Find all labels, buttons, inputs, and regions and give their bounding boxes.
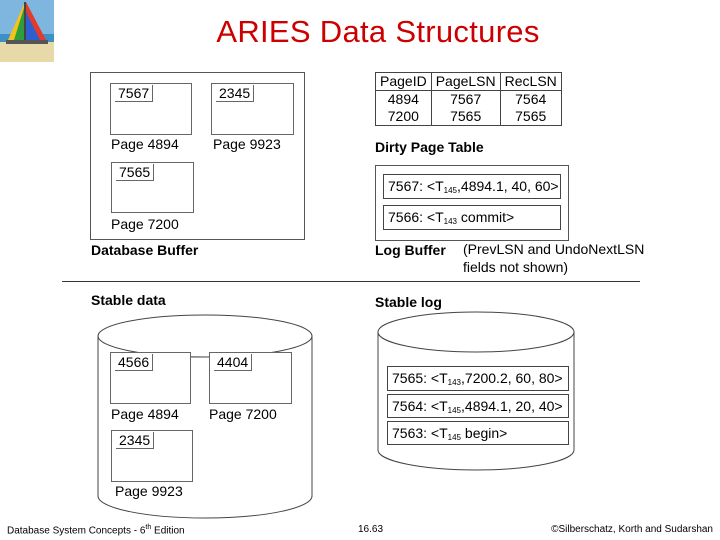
log-record: 7564: <T145,4894.1, 20, 40> [387,394,569,418]
buffer-page-7200: 7565 [111,162,194,213]
page-lsn: 7565 [116,164,155,181]
page-lsn: 4404 [214,354,253,371]
stable-page-4894: 4566 [110,352,191,404]
log-record: 7565: <T143,7200.2, 60, 80> [387,366,569,391]
table-cell: 7200 [375,108,432,126]
note-line: fields not shown) [463,259,569,275]
txn-id: 145 [447,406,462,415]
table-header: PageLSN [430,72,501,91]
dirty-page-table-label: Dirty Page Table [375,139,484,155]
log-record: 7567: <T145,4894.1, 40, 60> [383,174,561,199]
page-lsn: 2345 [116,432,155,449]
table-row: 4894 7567 7564 [375,90,562,108]
page-lsn: 2345 [216,85,255,102]
log-record-lsn: 7567: <T [388,178,444,194]
log-record-body: ,4894.1, 20, 40> [461,398,563,414]
log-record: 7563: <T145 begin> [387,421,569,445]
log-record: 7566: <T143 commit> [383,205,561,230]
log-record-body: ,7200.2, 60, 80> [461,370,563,386]
stable-log-label: Stable log [375,294,442,310]
log-record-lsn: 7565: <T [392,370,448,386]
footer-left: Database System Concepts - 6th Edition [7,524,185,536]
buffer-page-4894: 7567 [110,83,192,135]
stable-page-9923: 2345 [111,430,193,482]
log-record-body: commit> [457,209,515,225]
table-header: RecLSN [499,72,562,91]
slide-title: ARIES Data Structures [216,14,540,49]
table-cell: 7564 [499,90,562,108]
txn-id: 143 [447,378,462,387]
log-buffer-label: Log Buffer [375,242,446,258]
page-label: Page 9923 [115,483,183,499]
stable-data-label: Stable data [91,292,166,308]
stable-log-disk-icon [377,311,575,471]
table-row: 7200 7565 7565 [375,108,562,126]
log-record-body: begin> [461,425,508,441]
page-lsn: 4566 [115,354,154,371]
log-buffer-note: (PrevLSN and UndoNextLSN fields not show… [463,240,644,276]
volatile-stable-divider [62,281,640,282]
log-record-lsn: 7566: <T [388,209,444,225]
table-cell: 4894 [375,90,432,108]
table-cell: 7565 [430,108,501,126]
buffer-page-9923: 2345 [211,83,294,135]
log-record-body: ,4894.1, 40, 60> [457,178,559,194]
footer-page-number: 16.63 [358,524,384,535]
database-buffer-label: Database Buffer [91,242,199,258]
page-label: Page 9923 [213,136,281,152]
page-label: Page 4894 [111,136,179,152]
log-record-lsn: 7564: <T [392,398,448,414]
table-header: PageID [375,72,432,91]
footer-sup: th [145,524,152,531]
txn-id: 145 [447,433,462,442]
page-label: Page 7200 [111,216,179,232]
txn-id: 145 [443,186,458,195]
footer-copyright: ©Silberschatz, Korth and Sudarshan [551,524,713,535]
footer-text: Edition [151,525,185,537]
table-cell: 7565 [499,108,562,126]
log-record-lsn: 7563: <T [392,425,448,441]
page-label: Page 4894 [111,406,179,422]
txn-id: 143 [443,217,458,226]
note-line: (PrevLSN and UndoNextLSN [463,241,645,257]
table-cell: 7567 [430,90,501,108]
sailboat-logo-icon [0,0,54,62]
stable-page-7200: 4404 [209,352,292,404]
page-label: Page 7200 [209,406,277,422]
footer-text: Database System Concepts - 6 [7,525,146,537]
page-lsn: 7567 [115,85,154,102]
dirty-page-table: PageID PageLSN RecLSN 4894 7567 7564 720… [375,72,562,126]
